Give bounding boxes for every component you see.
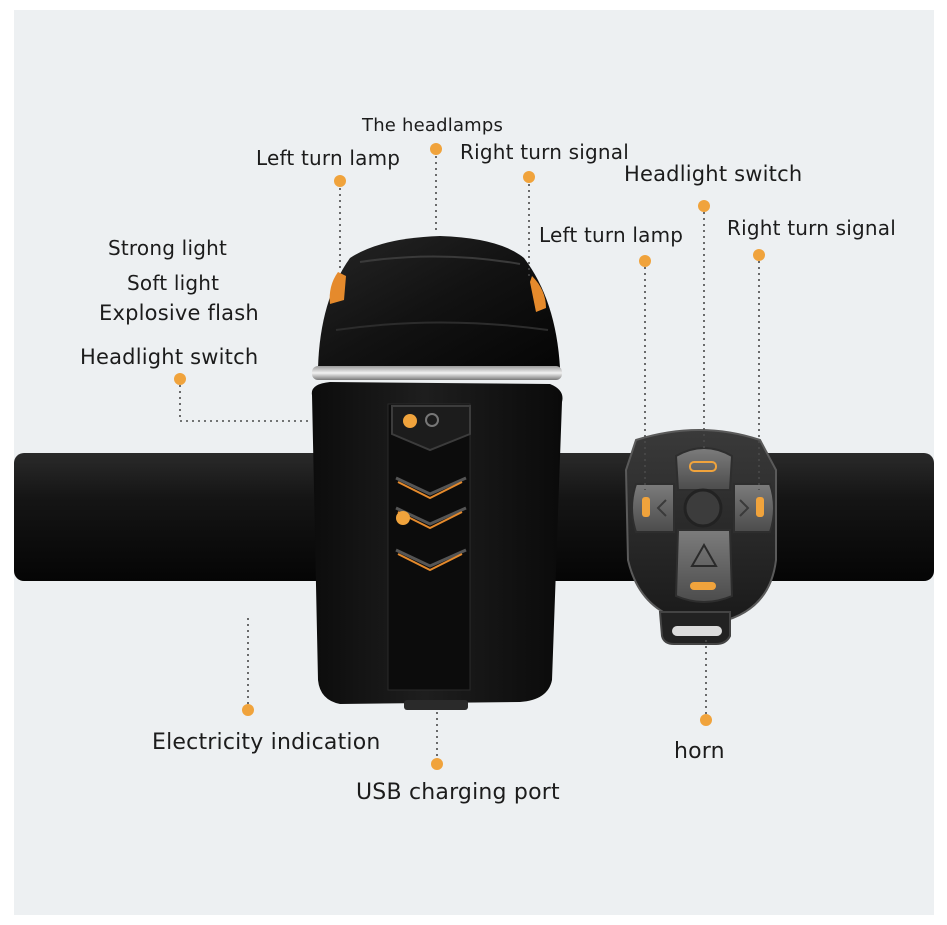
remote-headlight-button — [674, 447, 734, 491]
remote-horn-indicator — [690, 582, 716, 590]
warning-icon — [690, 542, 718, 567]
marker-right-turn-signal — [523, 171, 535, 183]
remote-center-button — [683, 488, 723, 528]
remote-right-button — [733, 483, 775, 533]
label-remote-headlight-switch: Headlight switch — [624, 162, 803, 186]
label-soft-light: Soft light — [127, 271, 220, 295]
right-turn-lamp — [530, 276, 546, 312]
label-horn: horn — [674, 739, 725, 764]
remote-control — [624, 429, 777, 645]
remote-up-indicator — [689, 461, 717, 472]
left-turn-lamp — [329, 272, 346, 304]
label-right-turn-signal: Right turn signal — [460, 140, 630, 164]
leader-headlight-switch — [179, 379, 310, 422]
label-remote-left-turn-lamp: Left turn lamp — [539, 223, 684, 247]
chrome-ring — [312, 366, 562, 380]
remote-left-button — [631, 483, 675, 533]
label-electricity-indication: Electricity indication — [152, 730, 381, 755]
label-explosive-flash: Explosive flash — [99, 301, 259, 325]
headlamp-unit — [311, 236, 563, 710]
marker-usb — [431, 758, 443, 770]
marker-remote-right-turn — [753, 249, 765, 261]
control-panel — [387, 403, 471, 691]
label-usb-charging-port: USB charging port — [356, 780, 560, 805]
remote-left-indicator — [642, 497, 650, 517]
label-remote-right-turn-signal: Right turn signal — [727, 216, 897, 240]
usb-port — [404, 700, 468, 710]
marker-power-button — [403, 414, 417, 428]
remote-right-arrow-icon — [739, 499, 750, 517]
marker-mode-button — [396, 511, 410, 525]
marker-horn — [700, 714, 712, 726]
marker-headlight-switch — [174, 373, 186, 385]
marker-remote-left-turn — [639, 255, 651, 267]
marker-left-turn-lamp — [334, 175, 346, 187]
label-headlight-switch: Headlight switch — [80, 345, 259, 369]
headlamp-cap — [318, 236, 560, 368]
marker-remote-headlight-switch — [698, 200, 710, 212]
remote-left-arrow-icon — [656, 499, 667, 517]
power-icon — [425, 413, 439, 427]
remote-lanyard-slot — [672, 626, 722, 636]
marker-electricity — [242, 704, 254, 716]
label-strong-light: Strong light — [108, 236, 228, 260]
marker-headlamps — [430, 143, 442, 155]
label-left-turn-lamp: Left turn lamp — [256, 146, 401, 170]
remote-right-indicator — [756, 497, 764, 517]
label-headlamps: The headlamps — [362, 115, 504, 136]
